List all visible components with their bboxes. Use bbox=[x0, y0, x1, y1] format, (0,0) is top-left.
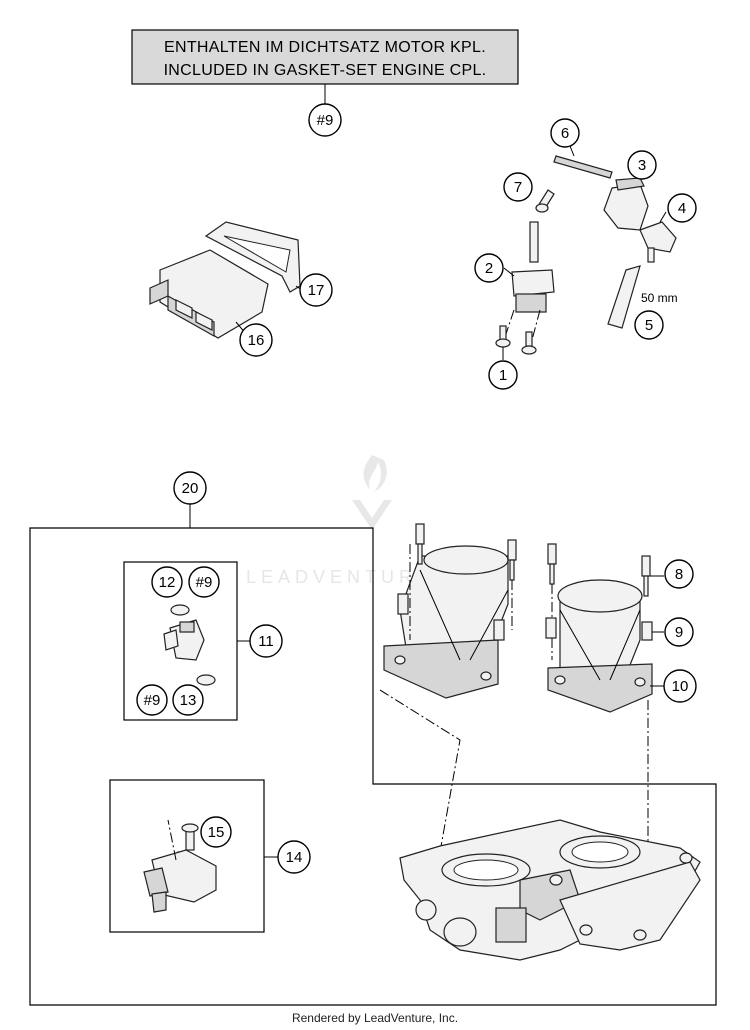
svg-text:7: 7 bbox=[514, 179, 522, 196]
sleeves-part-9 bbox=[397, 593, 664, 641]
note-line-english: INCLUDED IN GASKET-SET ENGINE CPL. bbox=[164, 62, 487, 79]
svg-text:#9: #9 bbox=[196, 574, 213, 591]
watermark: LEADVENTURE bbox=[246, 455, 434, 587]
hose-part-5: 50 mm bbox=[607, 265, 678, 329]
svg-text:1: 1 bbox=[499, 367, 507, 384]
note-line-german: ENTHALTEN IM DICHTSATZ MOTOR KPL. bbox=[164, 39, 486, 56]
svg-text:11: 11 bbox=[258, 633, 274, 650]
svg-text:13: 13 bbox=[180, 692, 197, 709]
watermark-logo-icon bbox=[352, 500, 392, 530]
svg-text:14: 14 bbox=[286, 849, 303, 866]
callouts: #9 6 3 7 4 2 17 5 16 1 20 12 #9 8 9 11 1… bbox=[136, 103, 697, 874]
intake-funnel-right-part-10 bbox=[547, 579, 664, 713]
callout-1: 1 bbox=[488, 360, 518, 390]
svg-text:3: 3 bbox=[638, 157, 646, 174]
assembly-20-frame bbox=[29, 527, 717, 1006]
screw-part-7 bbox=[535, 189, 555, 213]
svg-text:#9: #9 bbox=[317, 112, 334, 129]
injector-part-11 bbox=[163, 604, 216, 686]
svg-text:12: 12 bbox=[159, 574, 176, 591]
callout-6: 6 bbox=[550, 118, 580, 148]
gasket-part-6 bbox=[553, 155, 613, 179]
callout-13-note-9: #9 bbox=[136, 684, 168, 716]
svg-text:9: 9 bbox=[675, 624, 683, 641]
callout-10: 10 bbox=[663, 669, 697, 703]
callout-12: 12 bbox=[151, 566, 183, 598]
svg-text:6: 6 bbox=[561, 125, 569, 142]
svg-text:2: 2 bbox=[485, 260, 493, 277]
callout-7: 7 bbox=[503, 172, 533, 202]
note-box: ENTHALTEN IM DICHTSATZ MOTOR KPL. INCLUD… bbox=[131, 29, 519, 104]
svg-text:16: 16 bbox=[248, 332, 265, 349]
hose-length-label: 50 mm bbox=[641, 291, 678, 305]
callout-11: 11 bbox=[249, 624, 283, 658]
watermark-flame-icon bbox=[363, 455, 387, 492]
sensor-kit-box bbox=[109, 779, 265, 933]
svg-text:5: 5 bbox=[645, 317, 653, 334]
svg-text:10: 10 bbox=[672, 678, 689, 695]
svg-text:17: 17 bbox=[308, 282, 325, 299]
callout-13: 13 bbox=[172, 684, 204, 716]
callout-20: 20 bbox=[173, 471, 207, 505]
screws-part-1 bbox=[495, 325, 537, 360]
callout-15: 15 bbox=[200, 816, 232, 848]
intake-funnel-left-part-10 bbox=[383, 545, 509, 699]
callout-2: 2 bbox=[474, 253, 504, 283]
svg-text:4: 4 bbox=[678, 200, 686, 217]
sensor-housing-part-3 bbox=[603, 177, 649, 231]
callout-note-9: #9 bbox=[308, 103, 342, 137]
svg-text:8: 8 bbox=[675, 566, 683, 583]
sensor-assembly-part-14 bbox=[143, 819, 217, 913]
ecu-bracket-part-17 bbox=[204, 221, 303, 293]
callout-5: 5 bbox=[634, 310, 664, 340]
footer-credit: Rendered by LeadVenture, Inc. bbox=[292, 1011, 458, 1025]
svg-text:20: 20 bbox=[182, 480, 199, 497]
sensor-part-2 bbox=[503, 221, 555, 341]
watermark-text: LEADVENTURE bbox=[246, 567, 434, 587]
callout-14: 14 bbox=[277, 840, 311, 874]
ecu-unit-part-16 bbox=[149, 249, 269, 339]
callout-4: 4 bbox=[667, 193, 697, 223]
throttle-body-assembly bbox=[399, 819, 701, 961]
callout-12-note-9: #9 bbox=[188, 566, 220, 598]
sensor-part-4 bbox=[639, 211, 677, 263]
alignment-line-left bbox=[379, 689, 461, 853]
callout-16: 16 bbox=[239, 323, 273, 357]
callout-17: 17 bbox=[299, 273, 333, 307]
svg-text:#9: #9 bbox=[144, 692, 161, 709]
callout-9: 9 bbox=[664, 617, 694, 647]
callout-8: 8 bbox=[664, 559, 694, 589]
callout-3: 3 bbox=[627, 150, 657, 180]
svg-text:15: 15 bbox=[208, 824, 225, 841]
